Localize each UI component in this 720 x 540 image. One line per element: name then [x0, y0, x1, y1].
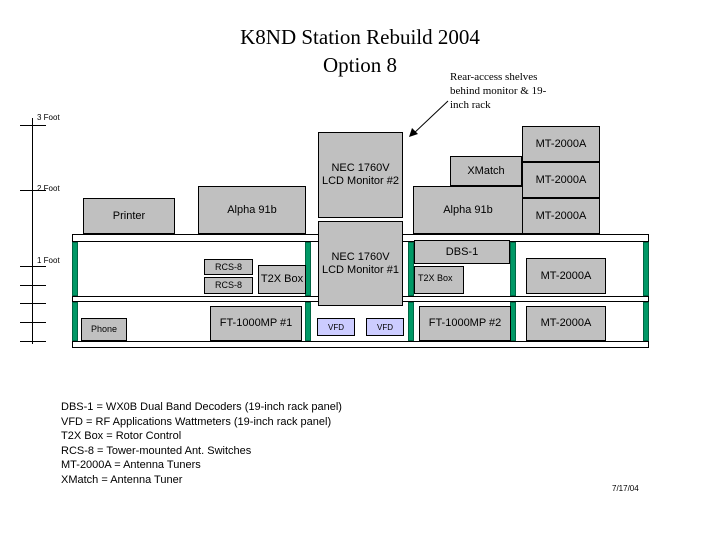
legend: DBS-1 = WX0B Dual Band Decoders (19-inch… [61, 400, 481, 487]
t2x-box-right: T2X Box [414, 266, 464, 294]
vfd-wattmeter-a: VFD [317, 318, 355, 336]
phone: Phone [81, 318, 127, 341]
vfd-wattmeter-b: VFD [366, 318, 404, 336]
rcs-8-switch-b: RCS-8 [204, 277, 253, 294]
t2x-box-left: T2X Box [258, 265, 306, 294]
post-right-upper [643, 242, 649, 296]
rear-shelves-note: Rear-access shelves behind monitor & 19-… [450, 71, 547, 111]
nec-monitor-1: NEC 1760V LCD Monitor #1 [318, 221, 403, 306]
height-scale [18, 118, 48, 344]
legend-item: VFD = RF Applications Wattmeters (19-inc… [61, 415, 332, 428]
bottom-shelf [72, 341, 649, 348]
page-subtitle: Option 8 [322, 53, 398, 77]
rcs-8-switch-a: RCS-8 [204, 259, 253, 275]
legend-item: XMatch = Antenna Tuner [61, 473, 183, 486]
mt-2000a-top-3: MT-2000A [522, 198, 600, 234]
post-center-right-lower [408, 302, 414, 341]
legend-item: MT-2000A = Antenna Tuners [61, 459, 201, 471]
post-center-right-upper [408, 242, 414, 296]
dbs-1-decoder: DBS-1 [414, 240, 510, 264]
mt-2000a-bottom: MT-2000A [526, 306, 606, 341]
scale-label-2-foot: 2 Foot [37, 184, 60, 193]
legend-item: RCS-8 = Tower-mounted Ant. Switches [61, 444, 252, 457]
post-rack-left-upper [510, 242, 516, 296]
legend-item: T2X Box = Rotor Control [61, 430, 182, 442]
printer: Printer [83, 198, 175, 234]
scale-label-3-foot: 3 Foot [37, 113, 60, 122]
xmatch-tuner: XMatch [450, 156, 522, 186]
page-title: K8ND Station Rebuild 2004 [240, 25, 480, 49]
alpha-91b-right: Alpha 91b [413, 186, 523, 234]
post-left-upper [72, 242, 78, 296]
scale-label-1-foot: 1 Foot [37, 256, 60, 265]
post-right-lower [643, 302, 649, 341]
mt-2000a-middle: MT-2000A [526, 258, 606, 294]
ft-1000mp-2: FT-1000MP #2 [419, 306, 511, 341]
mt-2000a-top-2: MT-2000A [522, 162, 600, 198]
ft-1000mp-1: FT-1000MP #1 [210, 306, 302, 341]
post-center-left-lower [305, 302, 311, 341]
nec-monitor-2: NEC 1760V LCD Monitor #2 [318, 132, 403, 218]
annotation-arrow-icon [409, 100, 449, 137]
mt-2000a-top-1: MT-2000A [522, 126, 600, 162]
legend-item: DBS-1 = WX0B Dual Band Decoders (19-inch… [61, 401, 342, 413]
post-left-lower [72, 302, 78, 341]
alpha-91b-left: Alpha 91b [198, 186, 306, 234]
revision-date: 7/17/04 [612, 484, 639, 493]
